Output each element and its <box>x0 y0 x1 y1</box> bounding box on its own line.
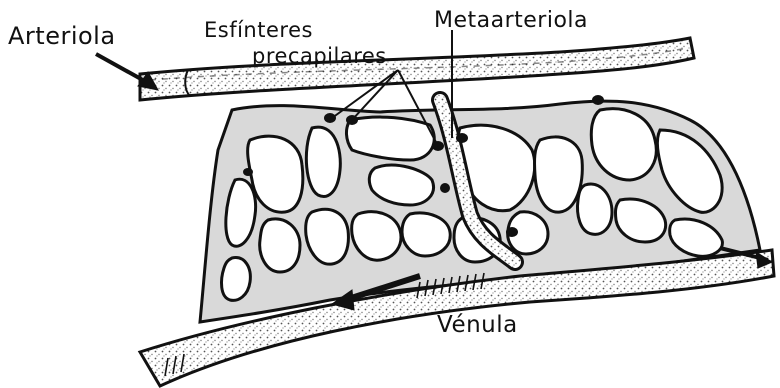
label-esfinteres: Esfínteres <box>204 18 313 42</box>
label-venula: Vénula <box>437 312 518 338</box>
label-precapilares: precapilares <box>252 44 387 68</box>
arteriole-vessel <box>140 38 694 100</box>
label-arteriola: Arteriola <box>8 22 116 50</box>
label-metaarteriola: Metaarteriola <box>434 8 588 33</box>
